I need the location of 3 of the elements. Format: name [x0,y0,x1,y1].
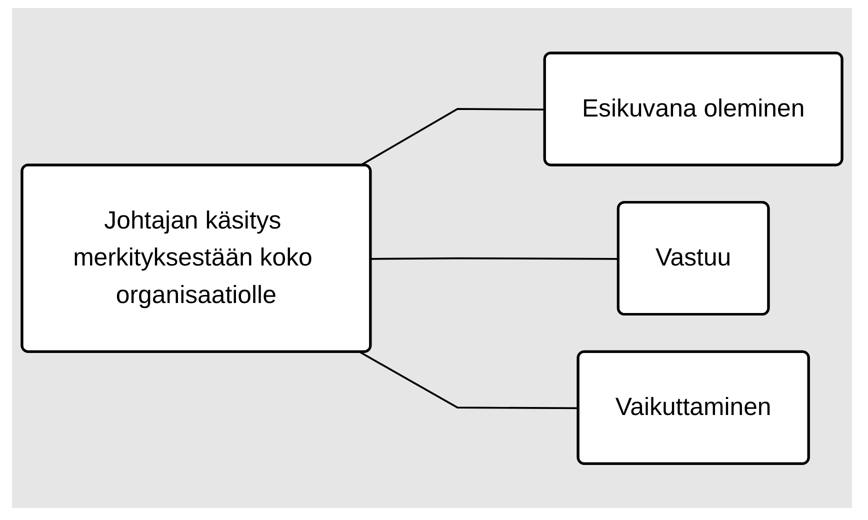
connector [371,257,619,260]
connector [360,108,546,166]
connector [360,351,579,409]
